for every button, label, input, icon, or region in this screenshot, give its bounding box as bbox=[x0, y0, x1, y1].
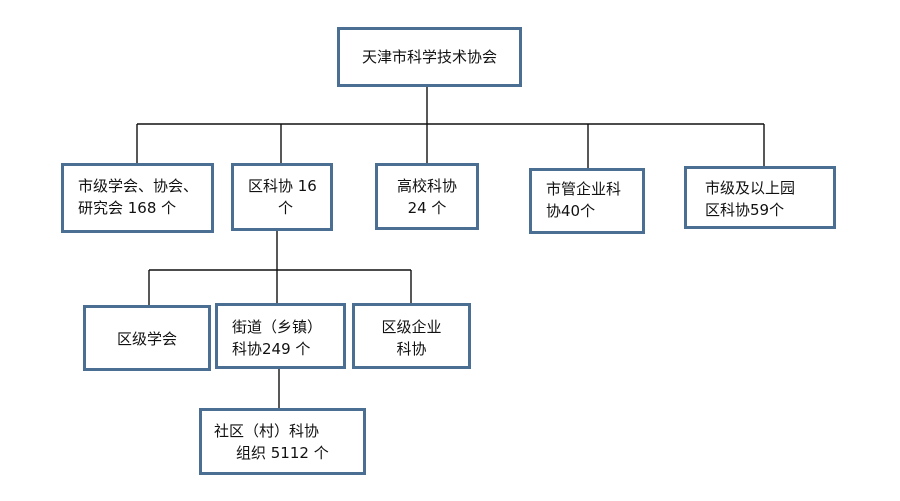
node-community-sta-line-1: 社区（村）科协 bbox=[214, 422, 320, 440]
node-district-sta: 区科协 16 个 bbox=[231, 163, 333, 231]
node-district-enterprise-sta-line-1: 区级企业 bbox=[381, 318, 442, 336]
node-street-sta-line-2: 科协249 个 bbox=[232, 340, 311, 358]
node-district-sta-line-2: 个 bbox=[278, 199, 294, 217]
node-city-societies-line-2: 研究会 168 个 bbox=[78, 199, 177, 217]
node-city-societies: 市级学会、协会、 研究会 168 个 bbox=[61, 163, 214, 233]
node-community-sta: 社区（村）科协 组织 5112 个 bbox=[199, 408, 366, 475]
node-root-line-1: 天津市科学技术协会 bbox=[361, 48, 497, 66]
node-community-sta-line-2: 组织 5112 个 bbox=[236, 444, 329, 462]
node-street-sta-line-1: 街道（乡镇） bbox=[232, 318, 323, 336]
node-park-sta-line-2: 区科协59个 bbox=[705, 201, 785, 219]
node-district-societies-line-1: 区级学会 bbox=[116, 330, 177, 348]
node-city-enterprise-sta-line-1: 市管企业科 bbox=[546, 180, 622, 198]
node-city-enterprise-sta: 市管企业科 协40个 bbox=[529, 168, 645, 234]
node-district-enterprise-sta: 区级企业 科协 bbox=[352, 303, 471, 369]
node-district-sta-line-1: 区科协 16 bbox=[248, 177, 317, 195]
node-district-societies: 区级学会 bbox=[83, 305, 211, 371]
node-university-sta: 高校科协 24 个 bbox=[375, 163, 479, 230]
node-city-societies-line-1: 市级学会、协会、 bbox=[78, 177, 199, 195]
node-district-enterprise-sta-line-2: 科协 bbox=[396, 340, 427, 358]
node-university-sta-line-1: 高校科协 bbox=[396, 177, 457, 195]
node-root: 天津市科学技术协会 bbox=[337, 27, 522, 87]
node-park-sta: 市级及以上园 区科协59个 bbox=[684, 166, 836, 229]
node-city-enterprise-sta-line-2: 协40个 bbox=[546, 202, 596, 220]
node-park-sta-line-1: 市级及以上园 bbox=[705, 179, 796, 197]
node-university-sta-line-2: 24 个 bbox=[407, 199, 447, 217]
node-street-sta: 街道（乡镇） 科协249 个 bbox=[215, 303, 346, 369]
